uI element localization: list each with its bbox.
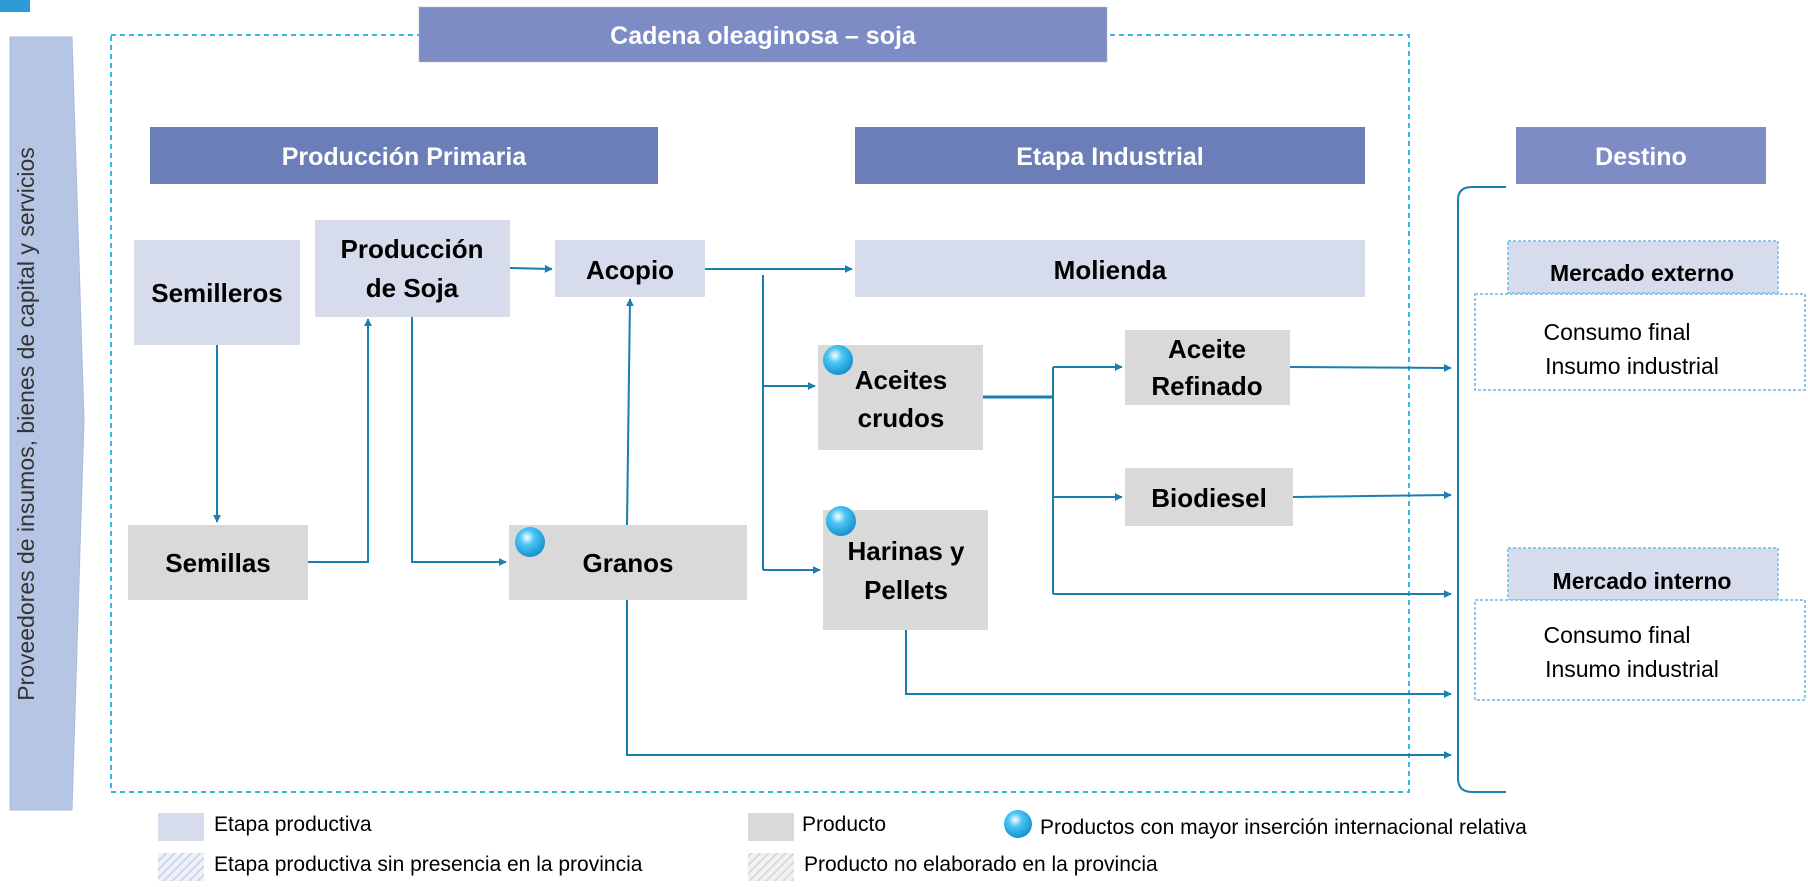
node-molienda-box <box>855 240 1365 297</box>
header-destino-box <box>1516 127 1766 184</box>
node-aceite-refinado-label-1: Aceite <box>1168 334 1246 364</box>
suppliers-side-arrow <box>9 36 85 811</box>
mercado-externo-item-2: Insumo industrial <box>1545 353 1719 379</box>
destino-bracket <box>1457 186 1506 793</box>
insertion-badge-icon <box>823 345 853 375</box>
arrow-refinado-destino <box>1289 363 1452 372</box>
mercado-interno-content-box <box>1474 599 1806 701</box>
mercado-externo-title: Mercado externo <box>1550 260 1734 286</box>
arrow-harinas-destino <box>905 630 1452 698</box>
node-aceite-refinado-box <box>1125 330 1290 405</box>
node-produccion-soja-box <box>315 220 510 317</box>
node-produccion-soja-label-1: Producción <box>340 234 483 264</box>
node-aceites-crudos-label-2: crudos <box>858 403 945 433</box>
node-granos-box <box>509 525 747 600</box>
header-industrial: Etapa Industrial <box>1016 143 1204 171</box>
node-semilleros-label: Semilleros <box>151 278 283 308</box>
arrow-semillas-produccion <box>308 318 372 563</box>
arrow-granos-acopio <box>625 298 634 526</box>
header-industrial-box <box>855 127 1365 184</box>
node-acopio-box <box>555 240 705 297</box>
insertion-badge-icon <box>826 506 856 536</box>
mercado-externo-item-1: Consumo final <box>1543 319 1690 345</box>
legend-swatch-etapa-productiva <box>158 813 204 841</box>
node-harinas-pellets-label-2: Pellets <box>864 575 948 605</box>
header-destino: Destino <box>1595 143 1687 171</box>
node-granos-label: Granos <box>582 548 673 578</box>
node-semillas-label: Semillas <box>165 548 271 578</box>
connectors <box>213 264 1452 759</box>
node-aceite-refinado-label-2: Refinado <box>1151 371 1262 401</box>
legend-etapa-productiva: Etapa productiva <box>214 813 372 836</box>
legend-swatch-etapa-sin-presencia <box>158 853 204 881</box>
legend-swatch-producto <box>748 813 794 841</box>
mercado-externo-content-box <box>1474 293 1806 391</box>
mercado-interno-title: Mercado interno <box>1553 568 1732 594</box>
arrow-biodiesel-destino <box>1292 491 1452 500</box>
legend-insercion: Productos con mayor inserción internacio… <box>1040 816 1527 839</box>
title-box <box>418 6 1108 63</box>
node-acopio-label: Acopio <box>586 255 674 285</box>
arrow-produccion-granos <box>411 317 507 566</box>
arrow-produccion-acopio <box>509 264 553 273</box>
header-primaria: Producción Primaria <box>282 143 528 171</box>
node-semilleros-box <box>134 240 300 345</box>
node-produccion-soja-label-2: de Soja <box>366 273 459 303</box>
arrow-granos-destino <box>626 600 1452 759</box>
diagram-title: Cadena oleaginosa – soja <box>610 22 917 50</box>
node-biodiesel-label: Biodiesel <box>1151 483 1267 513</box>
mercado-interno-item-1: Consumo final <box>1543 622 1690 648</box>
mercado-interno-header-box <box>1507 547 1779 601</box>
node-molienda-label: Molienda <box>1054 255 1167 285</box>
node-biodiesel-box <box>1125 468 1293 526</box>
legend-producto-no-elaborado: Producto no elaborado en la provincia <box>804 853 1158 876</box>
node-semillas-box <box>128 525 308 600</box>
insertion-badge-icon <box>515 527 545 557</box>
mercado-interno-item-2: Insumo industrial <box>1545 656 1719 682</box>
corner-marker <box>0 0 30 12</box>
legend-insertion-icon <box>1004 810 1032 838</box>
legend-etapa-sin-presencia: Etapa productiva sin presencia en la pro… <box>214 853 643 876</box>
legend-producto: Producto <box>802 813 887 836</box>
node-harinas-pellets-label-1: Harinas y <box>847 536 965 566</box>
node-aceites-crudos-label-1: Aceites <box>855 365 948 395</box>
header-primaria-box <box>150 127 658 184</box>
legend-swatch-producto-no-elaborado <box>748 853 794 881</box>
suppliers-side-label: Proveedores de insumos, bienes de capita… <box>13 147 39 701</box>
